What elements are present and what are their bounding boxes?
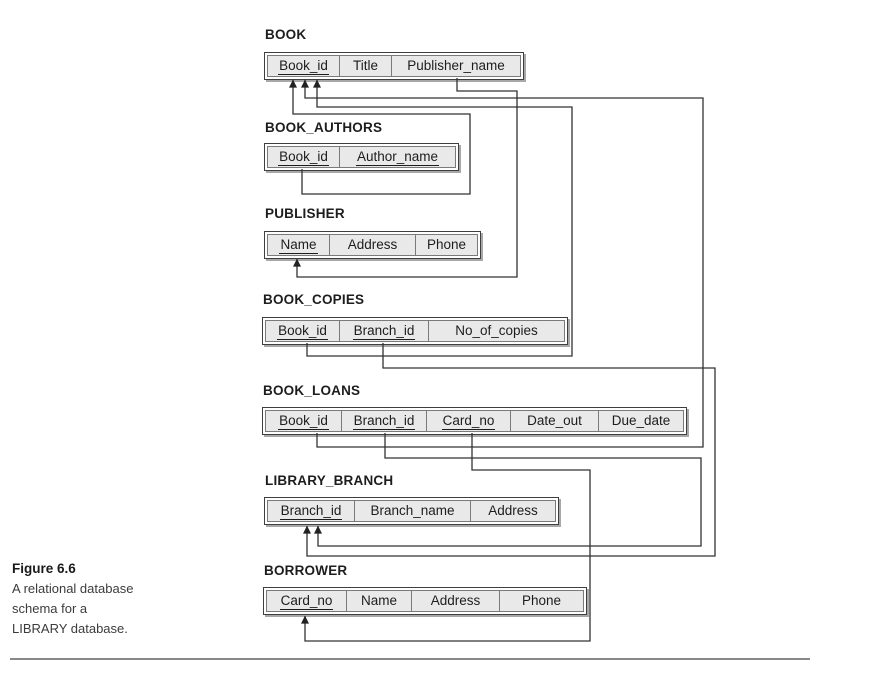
attribute-cell-branch_id: Branch_id	[339, 320, 429, 342]
primary-key-attribute-label: Card_no	[279, 593, 334, 610]
attribute-label: No_of_copies	[455, 323, 538, 338]
attribute-cell-card_no: Card_no	[426, 410, 511, 432]
attribute-cell-book_id: Book_id	[265, 410, 342, 432]
attribute-label: Publisher_name	[407, 58, 505, 73]
table-title-book: BOOK	[265, 27, 307, 42]
primary-key-attribute-label: Book_id	[278, 149, 329, 166]
attribute-label: Address	[488, 503, 538, 518]
primary-key-attribute-label: Branch_id	[279, 503, 343, 520]
primary-key-attribute-label: Branch_id	[352, 323, 416, 340]
table-title-borrower: BORROWER	[264, 563, 348, 578]
attribute-label: Due_date	[611, 413, 671, 428]
attribute-cell-address: Address	[329, 234, 416, 256]
attribute-cell-due_date: Due_date	[598, 410, 684, 432]
attribute-cell-name: Name	[346, 590, 412, 612]
fk-book_loans-book_id	[301, 79, 704, 448]
table-attributes-row: Branch_id Branch_name Address	[264, 497, 559, 525]
attribute-cell-card_no: Card_no	[266, 590, 347, 612]
attribute-cell-book_id: Book_id	[267, 146, 340, 168]
attribute-cell-phone: Phone	[415, 234, 478, 256]
attribute-cell-title: Title	[339, 55, 392, 77]
attribute-cell-date_out: Date_out	[510, 410, 599, 432]
primary-key-attribute-label: Book_id	[277, 323, 328, 340]
attribute-cell-name: Name	[267, 234, 330, 256]
attribute-label: Title	[352, 58, 378, 73]
attribute-cell-author_name: Author_name	[339, 146, 456, 168]
primary-key-attribute-label: Author_name	[355, 149, 440, 166]
attribute-label: Address	[347, 237, 398, 252]
table-title-book_copies: BOOK_COPIES	[263, 292, 365, 307]
table-title-book_authors: BOOK_AUTHORS	[265, 120, 383, 135]
table-title-book_loans: BOOK_LOANS	[263, 383, 361, 398]
caption-line: schema for a	[12, 601, 88, 616]
table-attributes-row: Book_id Title Publisher_name	[264, 52, 524, 80]
table-title-publisher: PUBLISHER	[265, 206, 345, 221]
table-title-library_branch: LIBRARY_BRANCH	[265, 473, 394, 488]
attribute-cell-book_id: Book_id	[267, 55, 340, 77]
table-attributes-row: Book_id Branch_id Card_no Date_out Due_date	[262, 407, 687, 435]
table-attributes-row: Card_no Name Address Phone	[263, 587, 587, 615]
attribute-cell-branch_name: Branch_name	[354, 500, 471, 522]
primary-key-attribute-label: Book_id	[278, 413, 329, 430]
attribute-cell-branch_id: Branch_id	[267, 500, 355, 522]
attribute-cell-phone: Phone	[499, 590, 584, 612]
attribute-cell-address: Address	[470, 500, 556, 522]
primary-key-attribute-label: Branch_id	[352, 413, 416, 430]
fk-book_loans-branch_id	[314, 433, 702, 547]
attribute-cell-branch_id: Branch_id	[341, 410, 427, 432]
attribute-label: Phone	[521, 593, 562, 608]
attribute-label: Branch_name	[370, 503, 455, 518]
table-attributes-row: Name Address Phone	[264, 231, 481, 259]
attribute-label: Phone	[426, 237, 467, 252]
attribute-cell-book_id: Book_id	[265, 320, 340, 342]
bottom-separator-rule	[10, 658, 810, 660]
figure-label: Figure 6.6	[12, 561, 76, 576]
table-attributes-row: Book_id Author_name	[264, 143, 459, 171]
fk-book_authors-book_id	[289, 79, 471, 195]
attribute-cell-address: Address	[411, 590, 500, 612]
attribute-label: Address	[430, 593, 481, 608]
figure-caption: Figure 6.6 A relational database schema …	[12, 561, 212, 639]
table-attributes-row: Book_id Branch_id No_of_copies	[262, 317, 568, 345]
attribute-label: Date_out	[527, 413, 582, 428]
primary-key-attribute-label: Book_id	[278, 58, 329, 75]
primary-key-attribute-label: Card_no	[441, 413, 496, 430]
primary-key-attribute-label: Name	[279, 237, 318, 254]
caption-line: LIBRARY database.	[12, 621, 128, 636]
attribute-cell-publisher_name: Publisher_name	[391, 55, 521, 77]
caption-line: A relational database	[12, 581, 134, 596]
attribute-cell-no_of_copies: No_of_copies	[428, 320, 565, 342]
attribute-label: Name	[360, 593, 397, 608]
